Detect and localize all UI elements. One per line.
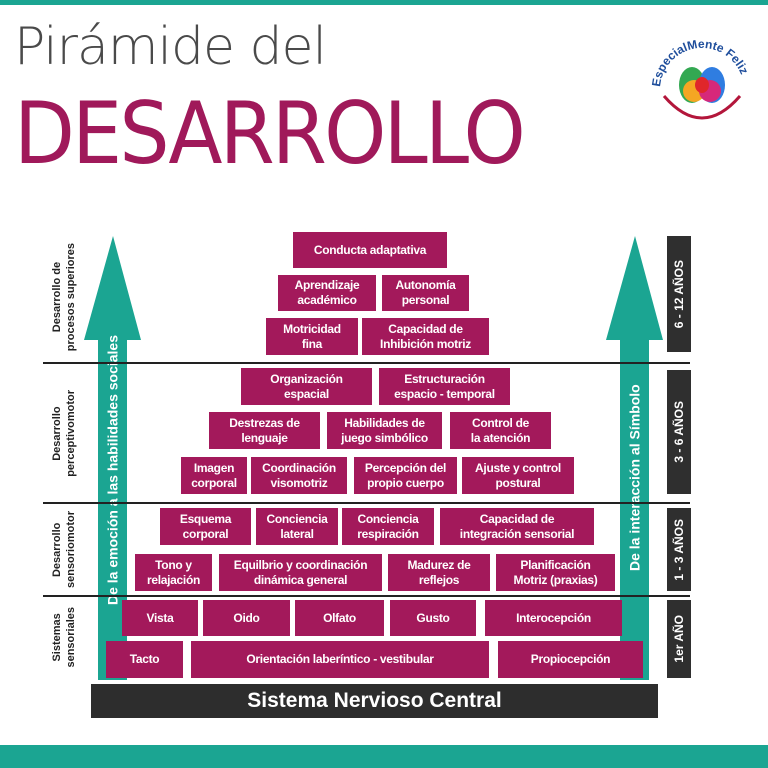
rainbow-brain-icon: EspecialMente Feliz	[649, 37, 751, 120]
age-badge: 1er AÑO	[667, 600, 691, 678]
stage-divider	[43, 502, 690, 504]
pyramid-block: Tacto	[106, 641, 183, 678]
stage-label-text: Desarrollo sensoriomotor	[51, 510, 77, 588]
pyramid-block: Oido	[203, 600, 290, 636]
pyramid-block: Gusto	[390, 600, 476, 636]
pyramid-block: Interocepción	[485, 600, 622, 636]
pyramid-block: Equilbrio y coordinación dinámica genera…	[219, 554, 382, 591]
stage-label: Sistemas sensoriales	[44, 597, 84, 678]
pyramid-block: Estructuración espacio - temporal	[379, 368, 510, 405]
pyramid-block: Aprendizaje académico	[278, 275, 376, 311]
pyramid-block: Habilidades de juego simbólico	[327, 412, 442, 449]
age-badge-text: 6 - 12 AÑOS	[672, 259, 686, 329]
pyramid-block: Conducta adaptativa	[293, 232, 447, 268]
title-line1: Pirámide del	[14, 17, 327, 77]
pyramid-block: Destrezas de lenguaje	[209, 412, 320, 449]
stage-label: Desarrollo de procesos superiores	[44, 232, 84, 362]
age-badge: 3 - 6 AÑOS	[667, 370, 691, 494]
pyramid-block: Ajuste y control postural	[462, 457, 574, 494]
age-badge: 1 - 3 AÑOS	[667, 508, 691, 591]
age-badge-text: 1er AÑO	[672, 615, 686, 663]
pyramid-block: Propiocepción	[498, 641, 643, 678]
base-block: Sistema Nervioso Central	[91, 684, 658, 718]
pyramid-block: Tono y relajación	[135, 554, 212, 591]
top-accent-bar	[0, 0, 768, 5]
pyramid-block: Planificación Motriz (praxias)	[496, 554, 615, 591]
stage-label-text: Desarrollo de procesos superiores	[51, 242, 77, 352]
pyramid-block: Olfato	[295, 600, 384, 636]
stage-divider	[43, 362, 690, 364]
pyramid-block: Autonomía personal	[382, 275, 469, 311]
right-arrow-label: De la interacción al Símbolo	[626, 384, 643, 571]
stage-label-text: Sistemas sensoriales	[51, 607, 77, 668]
title-line2: DESARROLLO	[14, 84, 526, 184]
stage-label: Desarrollo sensoriomotor	[44, 504, 84, 595]
pyramid-block: Coordinación visomotriz	[251, 457, 347, 494]
stage-divider	[43, 595, 690, 597]
stage-label-text: Desarrollo perceptivomotor	[51, 389, 77, 477]
pyramid-block: Organización espacial	[241, 368, 372, 405]
right-arrow	[606, 236, 663, 680]
pyramid-block: Orientación laberíntico - vestibular	[191, 641, 489, 678]
age-badge-text: 3 - 6 AÑOS	[672, 401, 686, 463]
bottom-accent-bar	[0, 745, 768, 768]
pyramid-block: Conciencia respiración	[342, 508, 434, 545]
pyramid-block: Conciencia lateral	[256, 508, 338, 545]
age-badge: 6 - 12 AÑOS	[667, 236, 691, 352]
pyramid-block: Vista	[122, 600, 198, 636]
pyramid-block: Percepción del propio cuerpo	[354, 457, 457, 494]
pyramid-block: Madurez de reflejos	[388, 554, 490, 591]
logo: EspecialMente Feliz	[648, 28, 756, 120]
left-arrow	[84, 236, 141, 680]
stage-label: Desarrollo perceptivomotor	[44, 364, 84, 502]
pyramid-block: Imagen corporal	[181, 457, 247, 494]
pyramid-block: Capacidad de integración sensorial	[440, 508, 594, 545]
pyramid-block: Control de la atención	[450, 412, 551, 449]
pyramid-block: Motricidad fina	[266, 318, 358, 355]
age-badge-text: 1 - 3 AÑOS	[672, 518, 686, 581]
pyramid-block: Capacidad de Inhibición motriz	[362, 318, 489, 355]
pyramid-block: Esquema corporal	[160, 508, 251, 545]
